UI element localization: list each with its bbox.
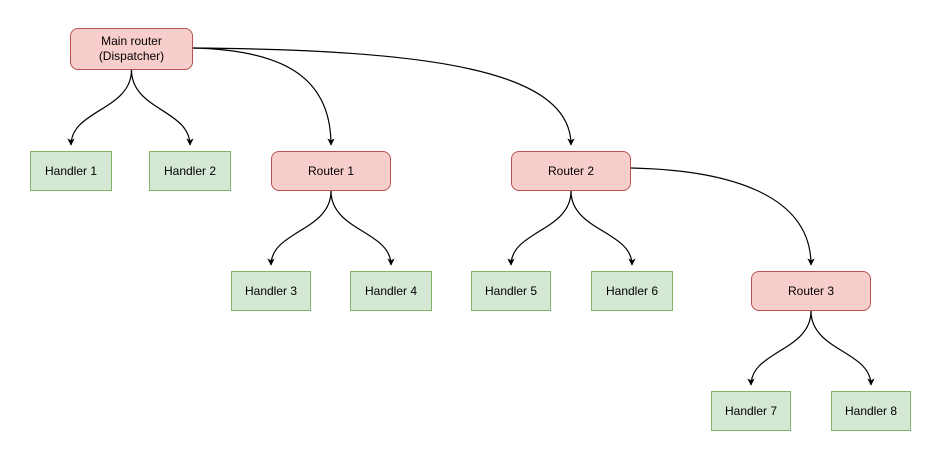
edge-main-to-router-2 [192,47,575,146]
node-router-2[interactable]: Router 2 [511,151,631,191]
node-label: Handler 3 [244,283,298,298]
node-main-router[interactable]: Main router (Dispatcher) [70,28,193,70]
edge-router-3-to-handler-7 [747,310,812,386]
node-label: Handler 7 [724,403,778,418]
edge-paths [67,47,875,386]
edge-router-2-to-router-3 [630,167,815,266]
node-router-3[interactable]: Router 3 [751,271,871,311]
node-label: Handler 2 [163,163,217,178]
node-handler-4[interactable]: Handler 4 [350,271,432,311]
node-label: Handler 4 [364,283,418,298]
node-label: Handler 6 [605,283,659,298]
node-label: Handler 8 [844,403,898,418]
node-router-1[interactable]: Router 1 [271,151,391,191]
node-label: Router 3 [787,283,835,298]
node-label: Main router (Dispatcher) [98,34,165,63]
node-handler-2[interactable]: Handler 2 [149,151,231,191]
node-label: Router 2 [547,163,595,178]
node-handler-7[interactable]: Handler 7 [711,391,791,431]
edge-main-to-handler-2 [130,69,194,146]
node-label: Handler 1 [44,163,98,178]
node-handler-3[interactable]: Handler 3 [231,271,311,311]
edge-router-1-to-handler-3 [267,190,332,266]
edge-main-to-router-1 [192,47,335,146]
edge-router-3-to-handler-8 [810,310,875,386]
node-label: Router 1 [307,163,355,178]
node-handler-8[interactable]: Handler 8 [831,391,911,431]
node-handler-5[interactable]: Handler 5 [471,271,551,311]
node-handler-6[interactable]: Handler 6 [591,271,673,311]
edge-router-1-to-handler-4 [330,190,395,266]
node-label: Handler 5 [484,283,538,298]
edge-router-2-to-handler-6 [570,190,636,266]
edge-router-2-to-handler-5 [507,190,572,266]
edge-main-to-handler-1 [67,69,133,146]
node-handler-1[interactable]: Handler 1 [30,151,112,191]
